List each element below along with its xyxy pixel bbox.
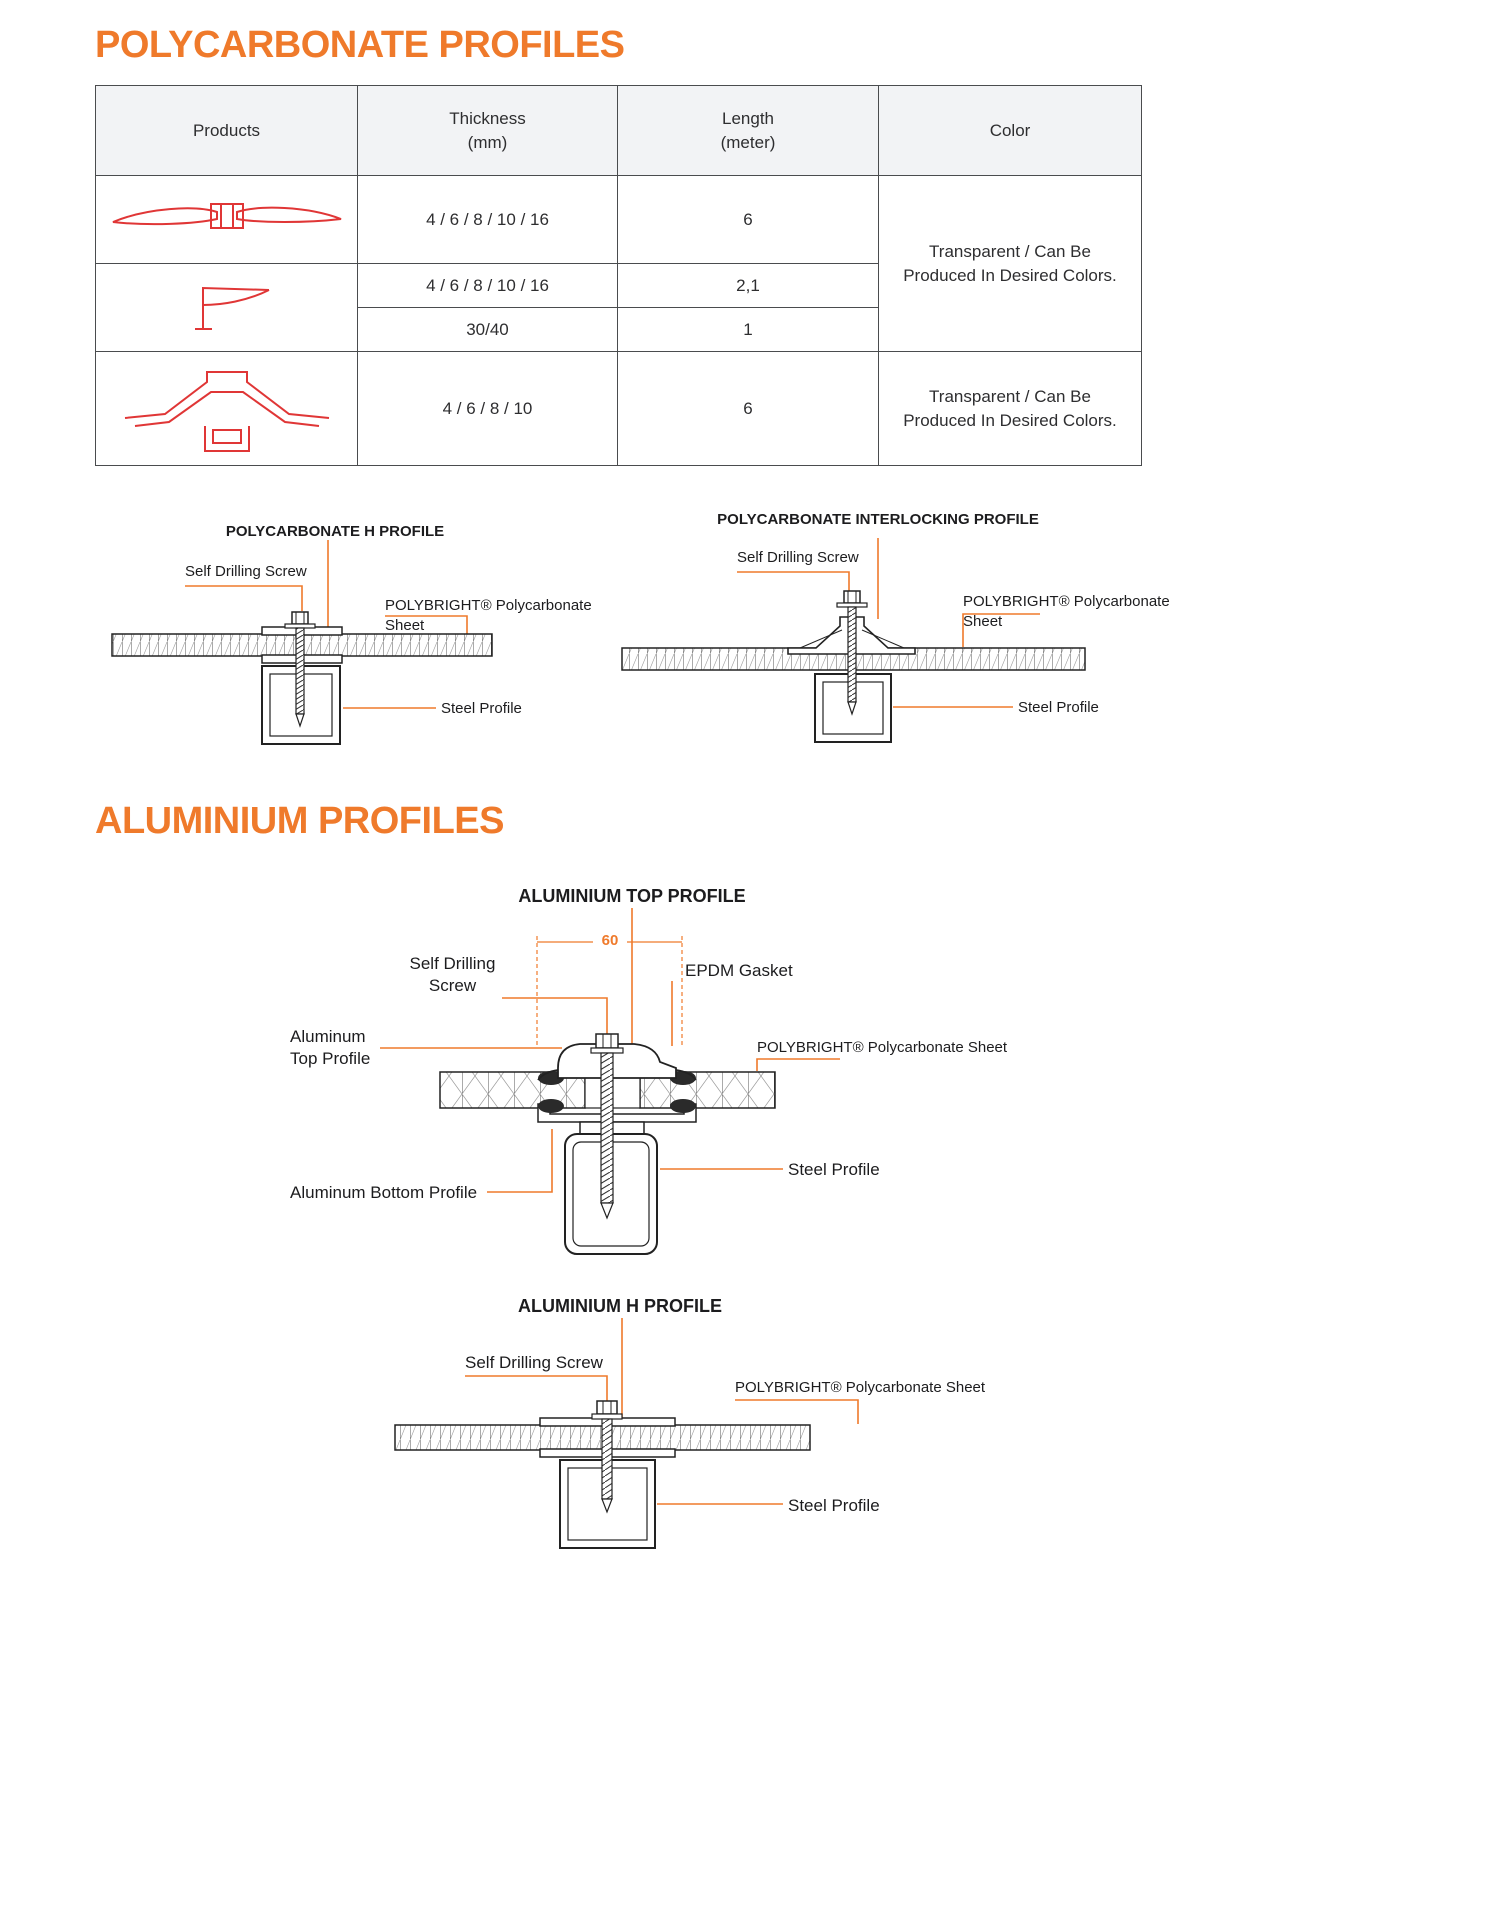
self-drilling-screw bbox=[591, 1400, 623, 1514]
table-row: 4 / 6 / 8 / 10 / 16 6 Transparent / Can … bbox=[95, 175, 1142, 352]
dimension-60: 60 bbox=[601, 932, 619, 949]
table-row: 4 / 6 / 8 / 10 / 16 2,1 bbox=[95, 263, 1142, 352]
length-value: 6 bbox=[617, 175, 879, 264]
diagram-polycarbonate-interlocking-profile: POLYCARBONATE INTERLOCKING PROFILE Self … bbox=[620, 500, 1210, 770]
diagram-aluminium-top-profile: ALUMINIUM TOP PROFILE 60 Self Drilling S… bbox=[280, 878, 1020, 1278]
label-steel-profile: Steel Profile bbox=[788, 1160, 880, 1179]
leader-lines bbox=[737, 538, 1040, 708]
self-drilling-screw bbox=[284, 611, 316, 728]
aluminium-h-profile-drawing bbox=[394, 1318, 859, 1549]
label-polycarbonate-sheet: POLYBRIGHT® Polycarbonate Sheet bbox=[735, 1379, 986, 1396]
table-header-color: Color bbox=[878, 85, 1142, 176]
length-value: 1 bbox=[617, 307, 879, 352]
aluminium-top-profile-drawing bbox=[380, 908, 840, 1255]
polycarbonate-interlocking-drawing bbox=[621, 538, 1086, 743]
table-header-thickness: Thickness (mm) bbox=[357, 85, 618, 176]
products-table: Products Thickness (mm) Length (meter) C… bbox=[95, 85, 1142, 466]
color-cell: Transparent / Can Be Produced In Desired… bbox=[878, 351, 1142, 466]
label-self-drilling-screw: Self Drilling Screw bbox=[737, 549, 859, 566]
label-polycarbonate-sheet: POLYBRIGHT® Polycarbonate Sheet bbox=[385, 597, 592, 634]
table-header-products: Products bbox=[95, 85, 358, 176]
diagram-title: ALUMINIUM TOP PROFILE bbox=[518, 886, 746, 906]
diagram-title: ALUMINIUM H PROFILE bbox=[518, 1296, 722, 1316]
length-value: 2,1 bbox=[617, 263, 879, 308]
diagram-polycarbonate-h-profile: POLYCARBONATE H PROFILE Self Drilling Sc… bbox=[95, 510, 635, 770]
aluminium-top-profile-section bbox=[537, 1043, 697, 1081]
thickness-value: 4 / 6 / 8 / 10 / 16 bbox=[357, 263, 618, 308]
leader-lines bbox=[185, 540, 468, 709]
table-header-length: Length (meter) bbox=[617, 85, 879, 176]
table-row: 4 / 6 / 8 / 10 6 Transparent / Can Be Pr… bbox=[95, 351, 1142, 466]
page-title-aluminium: ALUMINIUM PROFILES bbox=[95, 800, 504, 842]
page-title-polycarbonate: POLYCARBONATE PROFILES bbox=[95, 24, 625, 66]
h-profile-icon bbox=[112, 203, 341, 229]
label-epdm-gasket: EPDM Gasket bbox=[685, 961, 793, 980]
leader-lines bbox=[465, 1318, 859, 1505]
label-polycarbonate-sheet: POLYBRIGHT® Polycarbonate Sheet bbox=[757, 1039, 1008, 1056]
polycarbonate-h-profile-drawing bbox=[111, 540, 493, 745]
diagram-title: POLYCARBONATE H PROFILE bbox=[225, 523, 445, 540]
interlocking-profile-icon bbox=[124, 371, 329, 452]
product-cell-l-profile bbox=[95, 263, 358, 352]
color-value: Transparent / Can Be Produced In Desired… bbox=[903, 241, 1117, 285]
l-profile-icon bbox=[194, 286, 269, 330]
thickness-value: 4 / 6 / 8 / 10 bbox=[357, 351, 618, 466]
color-value: Transparent / Can Be Produced In Desired… bbox=[903, 386, 1117, 430]
table-row: 30/40 1 bbox=[96, 307, 1142, 352]
length-value: 6 bbox=[617, 351, 879, 466]
label-aluminum-bottom-profile: Aluminum Bottom Profile bbox=[290, 1183, 478, 1202]
self-drilling-screw bbox=[836, 590, 868, 716]
thickness-value: 4 / 6 / 8 / 10 / 16 bbox=[357, 175, 618, 264]
label-aluminum-top-profile: Aluminum Top Profile bbox=[290, 1027, 371, 1068]
thickness-value: 30/40 bbox=[357, 307, 618, 352]
label-steel-profile: Steel Profile bbox=[1018, 699, 1099, 716]
diagram-title: POLYCARBONATE INTERLOCKING PROFILE bbox=[717, 511, 1039, 528]
label-steel-profile: Steel Profile bbox=[788, 1496, 880, 1515]
leader-lines bbox=[380, 908, 840, 1193]
product-cell-interlocking-profile bbox=[95, 351, 358, 466]
label-self-drilling-screw: Self Drilling Screw bbox=[409, 954, 496, 995]
label-self-drilling-screw: Self Drilling Screw bbox=[465, 1353, 603, 1372]
label-polycarbonate-sheet: POLYBRIGHT® Polycarbonate Sheet bbox=[963, 593, 1170, 630]
label-steel-profile: Steel Profile bbox=[441, 700, 522, 717]
self-drilling-screw bbox=[590, 1033, 624, 1220]
diagram-aluminium-h-profile: ALUMINIUM H PROFILE Self Drilling Screw … bbox=[380, 1290, 1010, 1590]
label-self-drilling-screw: Self Drilling Screw bbox=[185, 563, 307, 580]
color-cell: Transparent / Can Be Produced In Desired… bbox=[878, 175, 1142, 352]
product-cell-h-profile bbox=[95, 175, 358, 264]
